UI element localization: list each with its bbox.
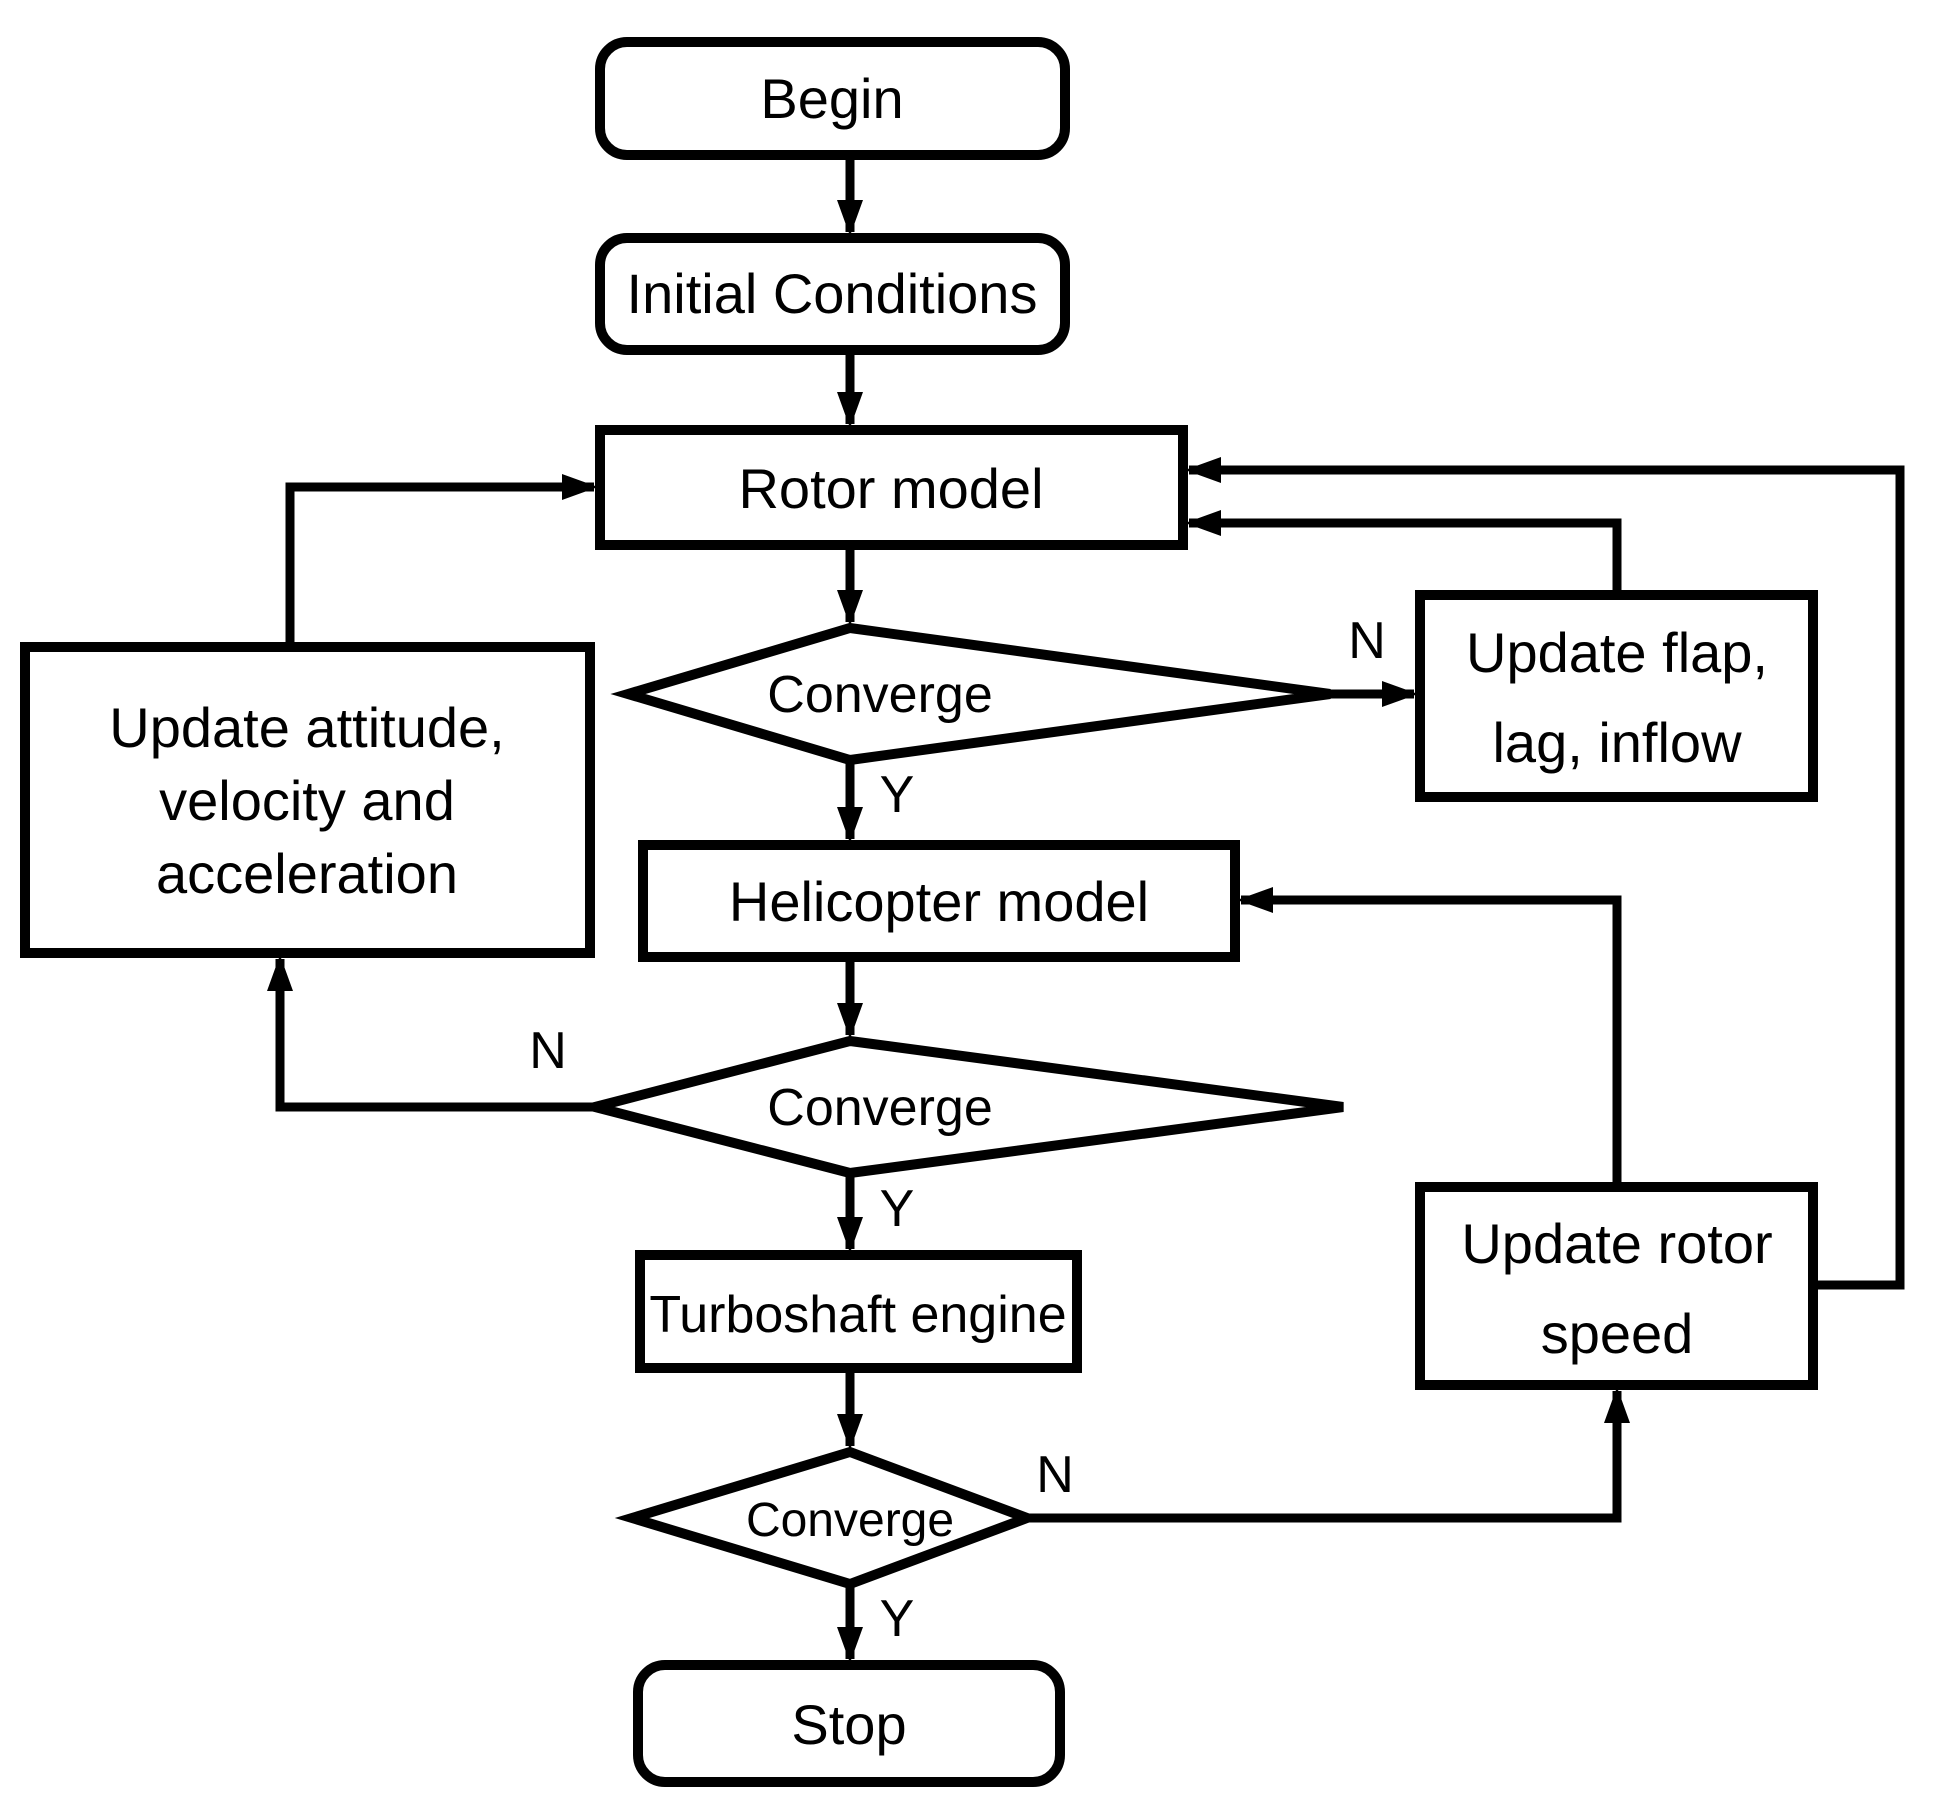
update-flap-label-line1: Update flap, <box>1466 621 1768 684</box>
converge-helicopter-yes-label: Y <box>880 1180 915 1238</box>
converge-rotor-label: Converge <box>767 666 992 724</box>
converge-engine-yes-label: Y <box>880 1590 915 1648</box>
rotor-model-node <box>595 425 1188 550</box>
helicopter-model-label: Helicopter model <box>729 870 1149 933</box>
edge-converge3-no-to-update-speed <box>1027 1387 1630 1523</box>
update-flap-node <box>1415 590 1818 802</box>
converge-helicopter-label: Converge <box>767 1079 992 1137</box>
update-attitude-node <box>20 642 595 958</box>
converge-engine-no-label: N <box>1036 1446 1074 1504</box>
converge-helicopter-decision <box>575 1035 1344 1179</box>
initial-conditions-label: Initial Conditions <box>627 262 1038 325</box>
edge-converge2-no-to-update-attitude <box>267 955 595 1112</box>
edge-update-attitude-to-rotor <box>285 474 598 647</box>
edge-update-speed-to-rotor <box>1185 457 1905 1290</box>
update-rotor-speed-node <box>1415 1182 1818 1390</box>
update-attitude-label-line1: Update attitude, <box>109 696 504 759</box>
update-attitude-label-line2: velocity and <box>159 769 455 832</box>
converge-engine-label: Converge <box>746 1494 954 1547</box>
converge-helicopter-no-label: N <box>529 1022 567 1080</box>
update-rotor-speed-label-line2: speed <box>1541 1302 1694 1365</box>
begin-node <box>595 37 1070 160</box>
begin-label: Begin <box>760 67 903 130</box>
converge-rotor-no-label: N <box>1348 612 1386 670</box>
converge-engine-decision <box>614 1446 1042 1590</box>
initial-conditions-node <box>595 233 1070 355</box>
stop-label: Stop <box>791 1693 906 1756</box>
turboshaft-engine-label: Turboshaft engine <box>649 1286 1066 1344</box>
turboshaft-engine-node <box>635 1250 1082 1373</box>
stop-node <box>633 1660 1065 1787</box>
helicopter-model-node <box>638 840 1240 962</box>
update-rotor-speed-label-line1: Update rotor <box>1461 1212 1772 1275</box>
rotor-model-label: Rotor model <box>738 457 1043 520</box>
edge-update-speed-to-helicopter <box>1237 887 1622 1187</box>
update-flap-label-line2: lag, inflow <box>1492 711 1742 774</box>
update-attitude-label-line3: acceleration <box>156 842 458 905</box>
converge-rotor-decision <box>610 622 1331 766</box>
edge-update-flap-to-rotor <box>1185 510 1622 595</box>
converge-rotor-yes-label: Y <box>880 766 915 824</box>
